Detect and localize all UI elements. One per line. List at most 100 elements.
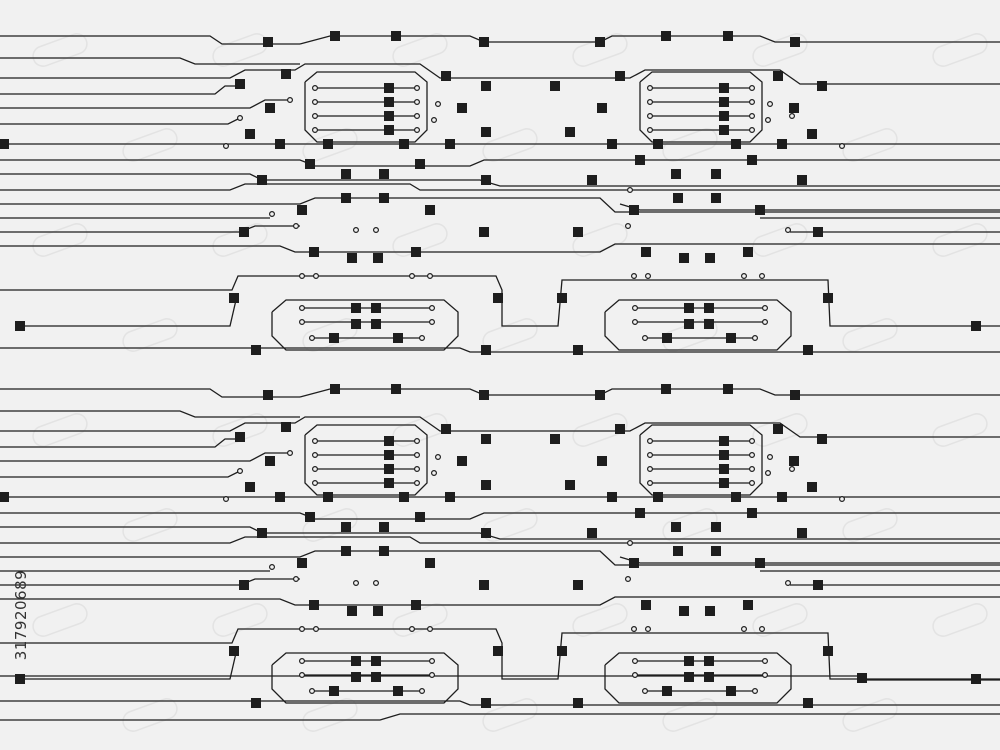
circuit-pad	[807, 129, 817, 139]
circuit-via	[630, 625, 637, 632]
watermark-mark	[932, 413, 988, 447]
circuit-via	[435, 100, 442, 107]
circuit-via	[312, 126, 319, 133]
circuit-trace	[0, 452, 290, 462]
circuit-pad	[441, 424, 451, 434]
circuit-trace	[0, 183, 1000, 191]
circuit-pad	[445, 139, 455, 149]
circuit-trace	[0, 596, 1000, 606]
circuit-pad	[297, 205, 307, 215]
circuit-via	[313, 273, 320, 280]
circuit-pad	[857, 673, 867, 683]
circuit-pad	[371, 319, 381, 329]
circuit-pad	[662, 686, 672, 696]
circuit-trace	[304, 71, 428, 143]
circuit-pad	[323, 492, 333, 502]
watermark-mark	[662, 698, 718, 732]
circuit-pad	[573, 580, 583, 590]
circuit-pad	[743, 600, 753, 610]
circuit-via	[751, 335, 758, 342]
circuit-pad	[239, 227, 249, 237]
circuit-via	[761, 319, 768, 326]
circuit-pad	[393, 333, 403, 343]
circuit-pad	[281, 422, 291, 432]
circuit-pad	[341, 546, 351, 556]
circuit-pad	[393, 686, 403, 696]
circuit-pad	[719, 97, 729, 107]
circuit-via	[764, 470, 771, 477]
circuit-pad	[263, 390, 273, 400]
circuit-pad	[789, 103, 799, 113]
circuit-pad	[790, 390, 800, 400]
circuit-pad	[705, 253, 715, 263]
circuit-pad	[773, 71, 783, 81]
circuit-pad	[595, 390, 605, 400]
circuit-via	[644, 273, 651, 280]
circuit-pad	[441, 71, 451, 81]
circuit-via	[624, 575, 631, 582]
circuit-pad	[481, 434, 491, 444]
circuit-trace	[271, 299, 459, 351]
circuit-via	[838, 496, 845, 503]
circuit-pad	[719, 111, 729, 121]
circuit-via	[630, 273, 637, 280]
circuit-via	[764, 116, 771, 123]
circuit-pad	[411, 600, 421, 610]
circuit-via	[784, 579, 791, 586]
circuit-pad	[971, 674, 981, 684]
circuit-pad	[330, 31, 340, 41]
circuit-pad	[673, 193, 683, 203]
circuit-pad	[813, 227, 823, 237]
circuit-via	[287, 96, 294, 103]
circuit-trace	[0, 225, 300, 233]
circuit-via	[312, 112, 319, 119]
circuit-via	[419, 335, 426, 342]
circuit-pad	[823, 646, 833, 656]
circuit-via	[429, 671, 436, 678]
circuit-pad	[481, 480, 491, 490]
circuit-trace	[299, 388, 1000, 398]
circuit-pad	[235, 79, 245, 89]
circuit-pad	[481, 528, 491, 538]
circuit-pad	[629, 558, 639, 568]
circuit-pad	[323, 139, 333, 149]
circuit-via	[312, 480, 319, 487]
circuit-pad	[684, 303, 694, 313]
circuit-via	[293, 575, 300, 582]
circuit-pad	[731, 492, 741, 502]
circuit-via	[631, 305, 638, 312]
circuit-pad	[797, 528, 807, 538]
circuit-pad	[711, 522, 721, 532]
circuit-pad	[373, 606, 383, 616]
circuit-pad	[265, 456, 275, 466]
circuit-pad	[399, 139, 409, 149]
circuit-via	[761, 671, 768, 678]
circuit-pad	[384, 125, 394, 135]
circuit-via	[429, 657, 436, 664]
circuit-pad	[607, 139, 617, 149]
circuit-pad	[747, 155, 757, 165]
stock-image-id: 317920689	[10, 515, 32, 715]
circuit-via	[299, 273, 306, 280]
circuit-pad	[351, 656, 361, 666]
circuit-pad	[726, 686, 736, 696]
circuit-pad	[550, 434, 560, 444]
circuit-trace	[0, 35, 300, 45]
circuit-trace	[0, 512, 1000, 520]
circuit-pad	[305, 512, 315, 522]
circuit-pad	[719, 478, 729, 488]
circuit-via	[646, 126, 653, 133]
circuit-via	[748, 84, 755, 91]
circuit-pad	[371, 672, 381, 682]
watermark-mark	[842, 698, 898, 732]
circuit-pad	[379, 546, 389, 556]
circuit-pad	[704, 672, 714, 682]
circuit-pad	[479, 227, 489, 237]
circuit-via	[748, 438, 755, 445]
circuit-pad	[615, 71, 625, 81]
circuit-pad	[747, 508, 757, 518]
circuit-pad	[823, 293, 833, 303]
circuit-via	[299, 671, 306, 678]
circuit-via	[237, 114, 244, 121]
circuit-via	[429, 305, 436, 312]
